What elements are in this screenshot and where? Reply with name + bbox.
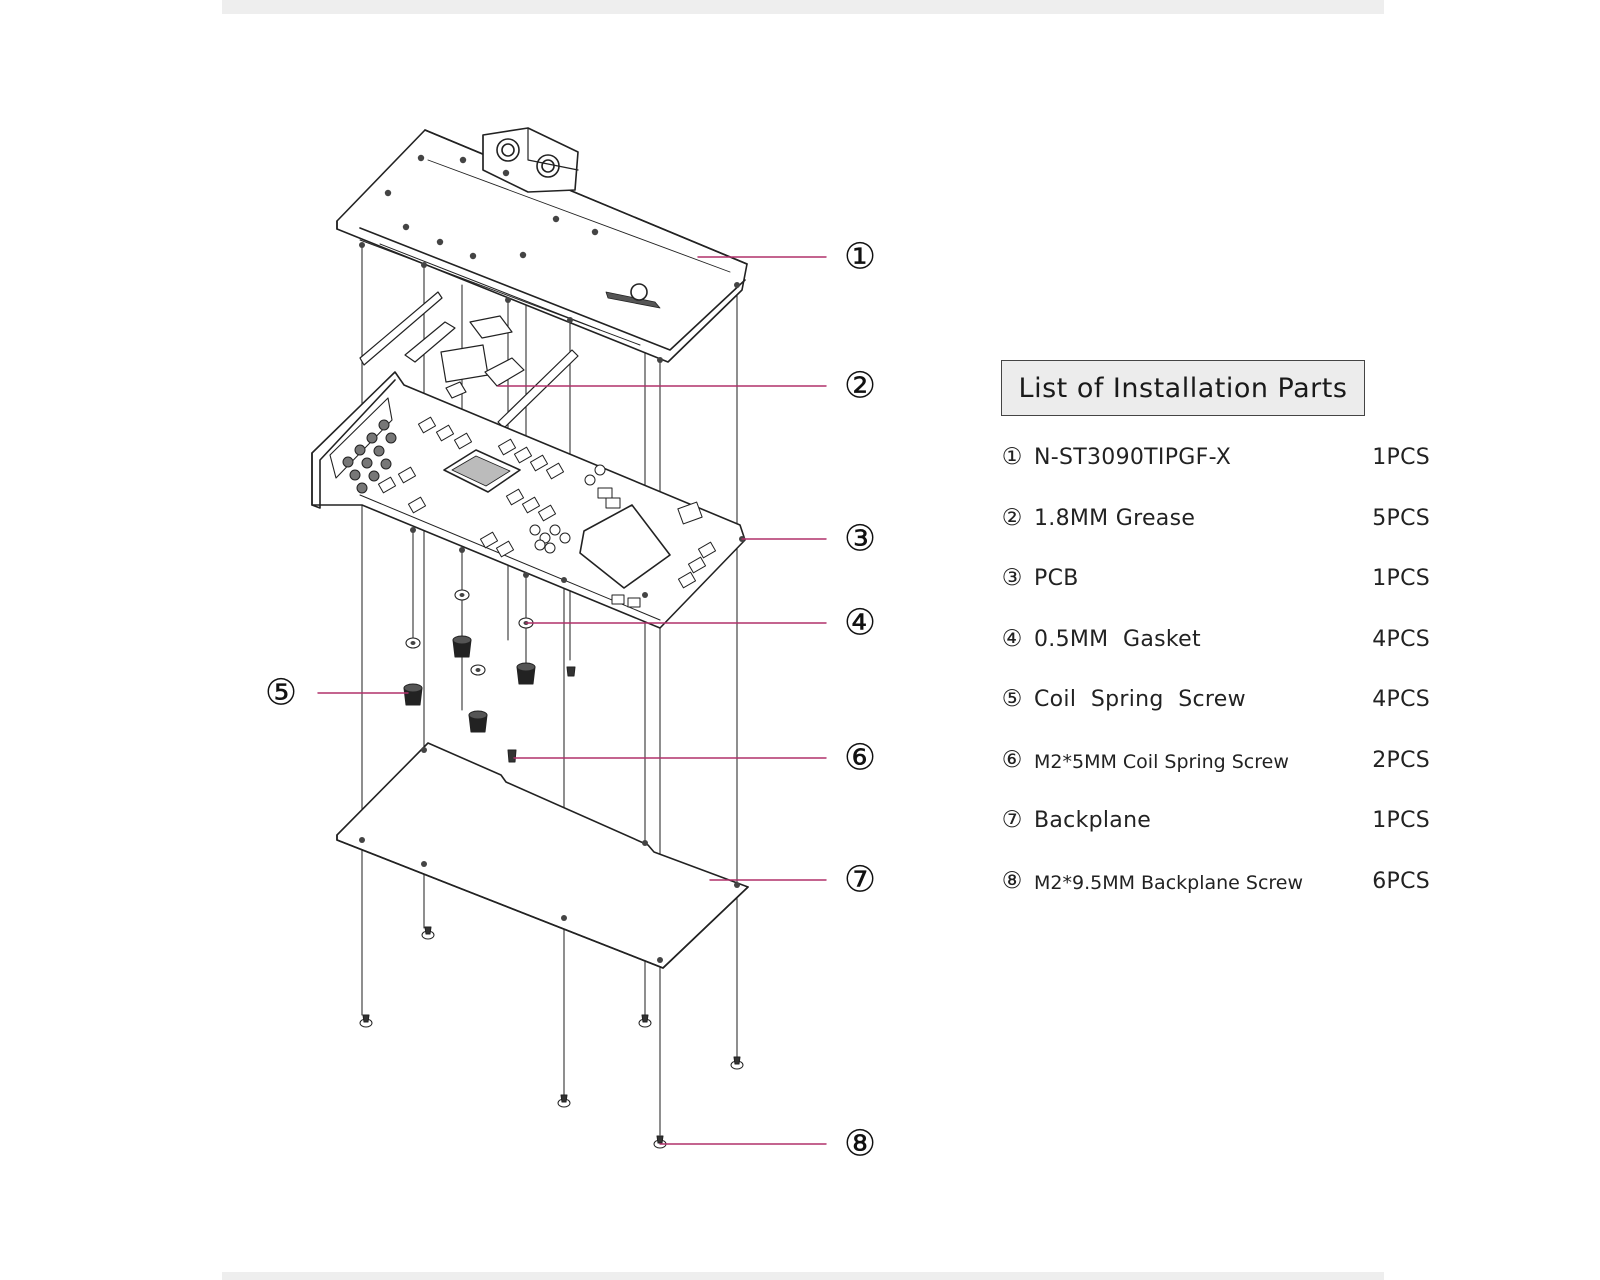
part-name: M2*5MM Coil Spring Screw (1034, 750, 1289, 773)
callout-8: ⑧ (844, 1124, 876, 1165)
gaskets (405, 589, 534, 676)
callout-3: ③ (844, 519, 876, 560)
list-item: ⑦ Backplane 1PCS (1000, 807, 1430, 868)
part-number: ② (1001, 504, 1023, 531)
part-name: Backplane (1034, 808, 1152, 833)
part-quantity: 1PCS (1372, 445, 1430, 470)
callout-6: ⑥ (844, 738, 876, 779)
backplane (336, 742, 749, 969)
pcb-board (311, 371, 746, 629)
part-name: Coil Spring Screw (1034, 687, 1246, 712)
list-item: ② 1.8MM Grease 5PCS (1000, 505, 1430, 566)
part-quantity: 6PCS (1372, 868, 1430, 894)
list-item: ① N-ST3090TIPGF-X 1PCS (1000, 444, 1430, 505)
part-number: ⑧ (1001, 867, 1023, 894)
top-divider-bar (222, 0, 1384, 14)
part-name: 0.5MM Gasket (1034, 626, 1201, 652)
part-name: M2*9.5MM Backplane Screw (1034, 871, 1304, 894)
part-quantity: 4PCS (1372, 687, 1430, 712)
callout-5: ⑤ (265, 673, 297, 714)
callout-7: ⑦ (844, 860, 876, 901)
part-quantity: 1PCS (1372, 808, 1430, 833)
leader-lines (317, 256, 827, 1145)
part-quantity: 4PCS (1372, 626, 1430, 652)
part-quantity: 1PCS (1372, 566, 1430, 591)
bottom-divider-bar (222, 1272, 1384, 1280)
callout-2: ② (844, 366, 876, 407)
installation-parts-list: ① N-ST3090TIPGF-X 1PCS ② 1.8MM Grease 5P… (1000, 444, 1430, 928)
water-block-cover (336, 127, 748, 363)
exploded-assembly-diagram: ① ② ③ ④ ⑤ ⑥ ⑦ ⑧ (265, 127, 876, 1165)
callout-4: ④ (844, 603, 876, 644)
list-item: ⑧ M2*9.5MM Backplane Screw 6PCS (1000, 868, 1430, 929)
part-number: ⑦ (1001, 807, 1023, 833)
backplane-screws (359, 926, 744, 1149)
m2-coil-spring-screws (507, 666, 576, 763)
part-name: N-ST3090TIPGF-X (1034, 445, 1232, 470)
part-name: PCB (1034, 566, 1079, 591)
list-item: ③ PCB 1PCS (1000, 565, 1430, 626)
part-number: ④ (1001, 625, 1023, 652)
part-number: ③ (1001, 565, 1023, 591)
part-quantity: 5PCS (1372, 505, 1430, 531)
callout-numbers: ① ② ③ ④ ⑤ ⑥ ⑦ ⑧ (265, 237, 876, 1165)
list-item: ④ 0.5MM Gasket 4PCS (1000, 626, 1430, 687)
part-quantity: 2PCS (1372, 747, 1430, 773)
part-name: 1.8MM Grease (1034, 505, 1196, 531)
installation-parts-title: List of Installation Parts (1001, 360, 1365, 416)
part-number: ① (1001, 444, 1023, 470)
part-number: ⑥ (1001, 746, 1023, 773)
coil-spring-screws (403, 635, 536, 733)
list-item: ⑥ M2*5MM Coil Spring Screw 2PCS (1000, 747, 1430, 808)
callout-1: ① (844, 237, 876, 278)
list-item: ⑤ Coil Spring Screw 4PCS (1000, 686, 1430, 747)
part-number: ⑤ (1001, 686, 1023, 712)
thermal-pads (359, 291, 579, 429)
